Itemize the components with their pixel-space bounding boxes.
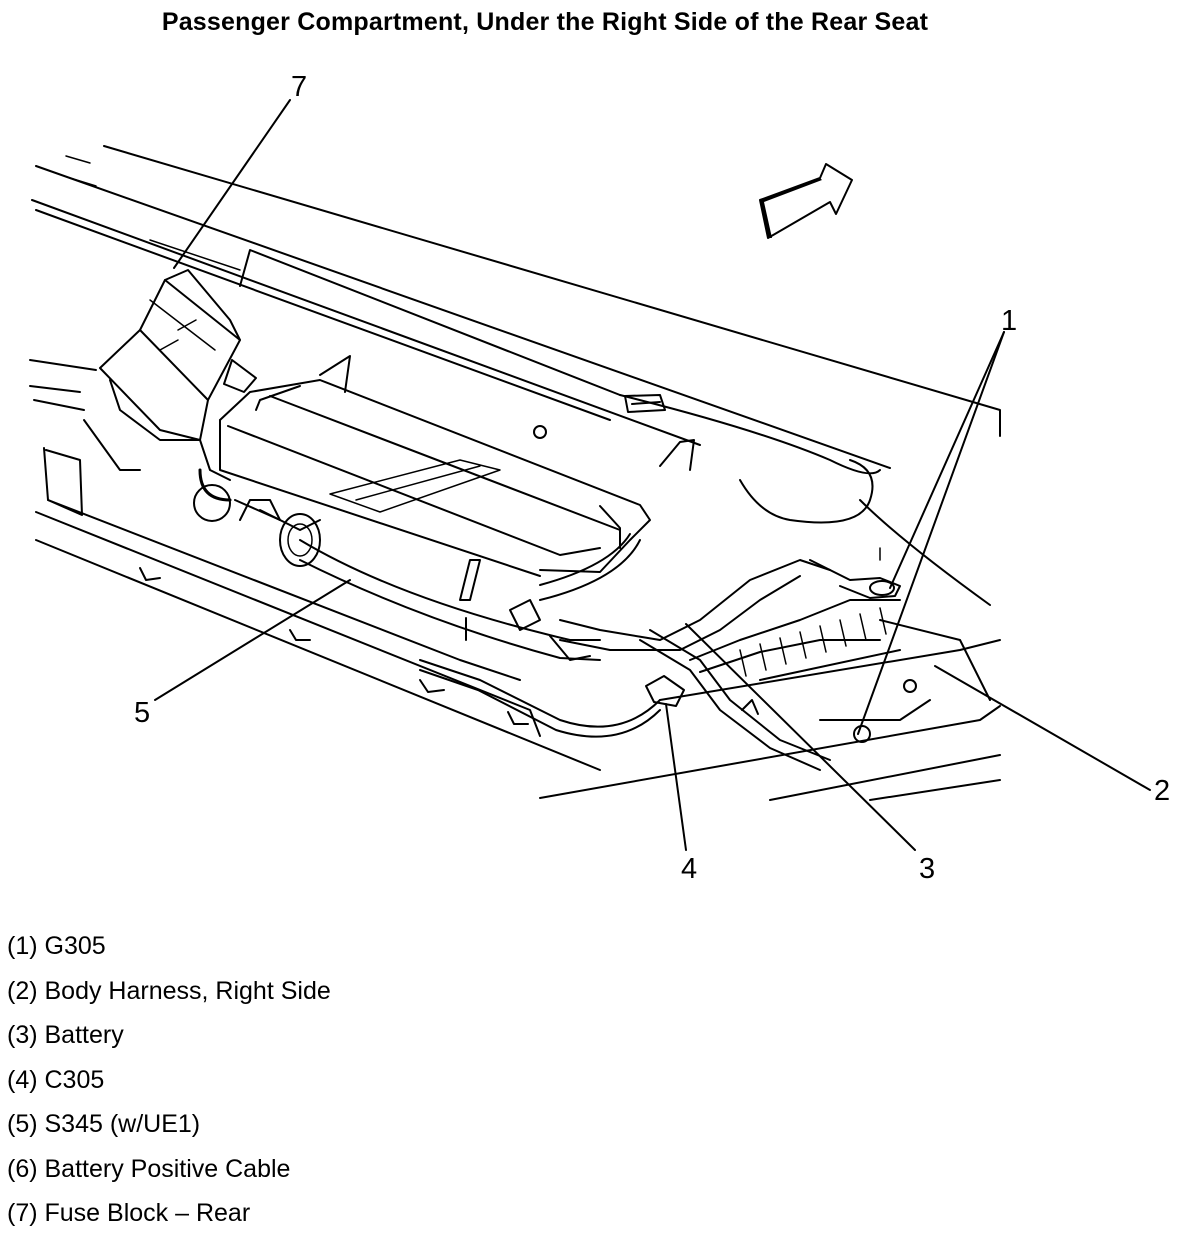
legend-item-1: (1) G305	[7, 932, 106, 960]
battery	[219, 355, 695, 641]
callout-7: 7	[291, 71, 307, 103]
legend-item-6: (6) Battery Positive Cable	[7, 1154, 291, 1183]
legend-item-7: (7) Fuse Block – Rear	[7, 1199, 251, 1227]
legend-item-3: (3) Battery	[7, 1021, 124, 1049]
callout-5: 5	[134, 697, 150, 729]
fuse-block-rear	[83, 269, 257, 481]
callout-3: 3	[919, 853, 935, 885]
callout-1: 1	[1001, 305, 1017, 337]
callout-4: 4	[681, 853, 697, 885]
legend-item-2: (2) Body Harness, Right Side	[7, 976, 331, 1005]
legend-item-5: (5) S345 (w/UE1)	[7, 1110, 201, 1138]
seat-rail-panel	[31, 145, 1001, 606]
callout-2: 2	[1154, 775, 1170, 807]
c305-connector	[645, 675, 685, 707]
battery-positive-cable	[193, 468, 901, 771]
diagram-title: Passenger Compartment, Under the Right S…	[161, 8, 929, 36]
leader-lines	[154, 99, 1151, 851]
floor-pan	[29, 359, 1001, 801]
legend-list: (1) G305 (2) Body Harness, Right Side (3…	[7, 928, 331, 1240]
g305-ground-terminal	[741, 547, 901, 743]
component-locator-illustration: 7 1 2 3 4 5	[29, 71, 1170, 885]
legend-item-4: (4) C305	[7, 1065, 105, 1094]
front-direction-arrow	[759, 163, 853, 239]
